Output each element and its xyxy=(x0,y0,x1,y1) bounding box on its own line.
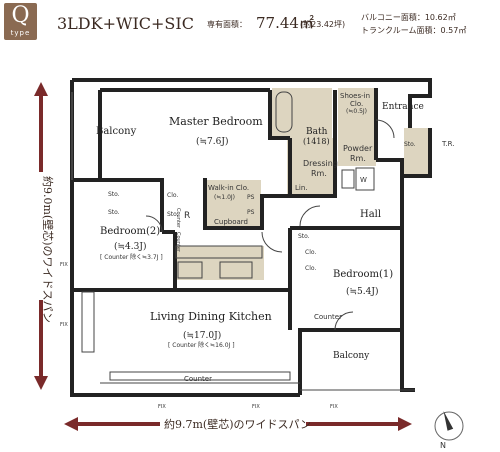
fix-label-2: FIX xyxy=(60,322,68,328)
sto-label-2: Sto. xyxy=(298,233,310,240)
r-label: R xyxy=(184,211,190,221)
entrance-label: Entrance xyxy=(382,102,424,112)
bedroom1-label: Bedroom(1) xyxy=(333,269,393,280)
sto-label-3: Sto. xyxy=(108,191,120,198)
clo-label-1: Clo. xyxy=(167,192,178,199)
ldk-counter-bottom xyxy=(109,371,291,381)
cupboard-label: Cupboard xyxy=(214,218,248,226)
horizontal-dimension-label: 約9.7m(壁芯)のワイドスパン xyxy=(164,417,311,431)
walk-in-area xyxy=(205,180,261,226)
powder-area xyxy=(338,118,376,166)
shoes-in-clo-label: Clo. xyxy=(350,100,363,108)
trunk-area: トランクルーム面積：0.57㎡ xyxy=(361,26,467,35)
kitchen-area xyxy=(174,246,264,280)
layout-type: 3LDK+WIC+SIC xyxy=(57,14,194,33)
bedroom2-counter: [ Counter 除く≒3.7J ] xyxy=(100,253,163,261)
trunk-room-area xyxy=(404,128,430,178)
clo-label-3: Clo. xyxy=(305,265,316,272)
entry-storage-label: Sto. xyxy=(404,141,416,148)
counter-vertical-label-2: Counter xyxy=(175,232,181,253)
master-bedroom-size: (≒7.6J) xyxy=(196,136,228,147)
shoes-in-size: (≒0.5J) xyxy=(346,108,367,115)
shoes-in-label: Shoes-in xyxy=(340,92,370,100)
door-swings xyxy=(145,119,395,331)
balcony-area: バルコニー面積：10.62㎡ xyxy=(361,13,456,22)
powder-rm-label: Rm. xyxy=(350,154,366,163)
bathtub xyxy=(275,91,293,133)
fix-label-3: FIX xyxy=(158,404,166,410)
bath-area xyxy=(272,88,332,138)
balcony-bottom-label: Balcony xyxy=(333,351,370,361)
bath-size: (1418) xyxy=(303,137,330,146)
bath-label: Bath xyxy=(306,127,328,137)
type-word: type xyxy=(10,29,31,37)
bedroom2-size: (≒4.3J) xyxy=(114,241,146,252)
area-label: 専有面積： xyxy=(207,20,247,29)
sink xyxy=(219,261,253,279)
toilet xyxy=(341,169,355,189)
area-tsubo: (約23.42坪) xyxy=(300,20,346,29)
dressing-label: Dressing xyxy=(303,159,338,168)
bedroom2-label: Bedroom(2) xyxy=(100,226,160,237)
walk-in-label: Walk-in Clo. xyxy=(208,184,249,192)
walk-in-size: (≒1.0J) xyxy=(214,194,235,201)
powder-label: Powder xyxy=(343,144,373,153)
w-label: W xyxy=(360,176,367,184)
ldk-counter-label: Counter xyxy=(184,375,212,383)
interior-walls xyxy=(100,88,404,290)
bedroom1-size: (≒5.4J) xyxy=(346,286,378,297)
ldk-label: Living Dining Kitchen xyxy=(150,310,272,323)
area-value: 77.44㎡ xyxy=(256,14,314,32)
fix-label-5: FIX xyxy=(330,404,338,410)
clo-label-2: Clo. xyxy=(305,249,316,256)
kitchen-counter xyxy=(175,245,263,259)
stove xyxy=(177,261,203,279)
ps-label-2: PS xyxy=(247,209,255,216)
sto-label-4: Sto. xyxy=(108,209,120,216)
trunk-room-label: T.R. xyxy=(441,140,455,148)
fix-label-1: FIX xyxy=(60,262,68,268)
compass-icon xyxy=(434,410,464,441)
balcony-top-label: Balcony xyxy=(96,126,137,137)
type-badge: Q type xyxy=(4,3,37,40)
dressing-rm-label: Rm. xyxy=(311,169,327,178)
compass-label: N xyxy=(440,441,446,450)
master-bedroom-label: Master Bedroom xyxy=(169,115,263,128)
ldk-counter-left xyxy=(81,291,95,353)
vertical-dimension-label: 約9.0m(壁芯)のワイドスパン xyxy=(41,176,55,323)
fix-label-4: FIX xyxy=(252,404,260,410)
sto-label-1: Sto. xyxy=(167,211,179,218)
type-letter: Q xyxy=(11,3,30,28)
hall-label: Hall xyxy=(360,209,381,220)
linen-label: Lin. xyxy=(295,184,308,192)
dressing-area xyxy=(287,138,335,194)
ps-label-1: PS xyxy=(247,194,255,201)
washing-machine-space xyxy=(355,167,375,191)
shoes-in-area xyxy=(338,88,376,118)
bedroom1-counter-label: Counter xyxy=(314,313,342,321)
ldk-counter-note: [ Counter 除く≒16.0J ] xyxy=(168,341,235,349)
ldk-size: (≒17.0J) xyxy=(183,330,221,341)
counter-vertical-label-1: Counter xyxy=(175,208,181,229)
